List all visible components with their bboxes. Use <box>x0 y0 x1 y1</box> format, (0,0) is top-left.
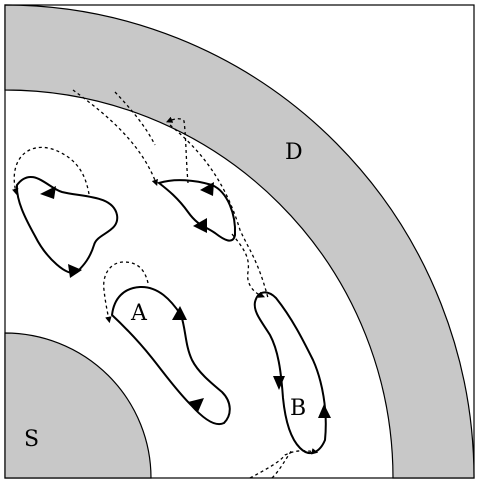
loop-left-dashed <box>12 146 90 196</box>
loop-upper-solid <box>156 179 237 242</box>
loop-B: B <box>169 124 331 479</box>
loop-A-solid <box>110 285 231 426</box>
loop-A: A <box>103 261 231 426</box>
label-S: S <box>24 427 39 452</box>
loop-upper-arrow-1 <box>200 182 214 196</box>
label-D: D <box>285 140 303 165</box>
loop-B-dashed-bottom-2 <box>271 449 293 479</box>
inner-disk-S <box>4 332 152 479</box>
label-B: B <box>290 396 306 421</box>
loop-upper-arrow-2 <box>193 218 207 233</box>
loop-upper-dashed-top <box>166 116 189 184</box>
loop-B-arrow-2 <box>318 404 331 418</box>
loop-left-arrow <box>40 186 56 199</box>
loop-B-dashed-top <box>231 233 266 298</box>
label-A: A <box>130 301 148 326</box>
loop-left-solid <box>15 176 119 275</box>
loop-left <box>12 146 119 278</box>
loop-B-arrow-1 <box>273 376 285 390</box>
frame <box>4 4 475 479</box>
loop-B-dashed-top-2 <box>169 124 269 299</box>
outer-band-D <box>4 4 475 479</box>
loop-upper-middle <box>72 89 237 242</box>
loop-A-arrow-2 <box>188 398 204 412</box>
loop-left-arrow-2 <box>68 264 82 278</box>
loop-A-arrow-1 <box>172 306 187 320</box>
loop-upper-dashed-mid <box>114 91 156 146</box>
loop-B-solid <box>253 291 327 455</box>
loop-B-dashed-bottom <box>249 448 319 479</box>
